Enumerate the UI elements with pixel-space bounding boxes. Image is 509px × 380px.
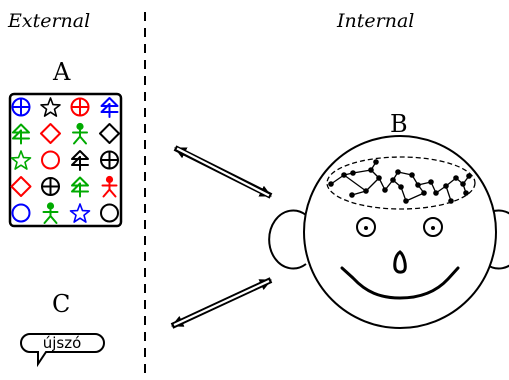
tree-icon	[71, 150, 89, 171]
brain-region	[326, 156, 476, 210]
network-edge	[352, 169, 372, 174]
diamond-icon	[40, 123, 61, 144]
arrow-lower	[170, 277, 273, 329]
network-node	[368, 167, 374, 173]
circle-plus-icon	[100, 150, 119, 170]
person-icon	[101, 175, 118, 198]
network-node	[466, 173, 472, 179]
network-node	[463, 190, 469, 196]
network-edge	[343, 174, 367, 192]
tree-icon	[100, 97, 119, 118]
network-node	[448, 198, 454, 204]
network-node	[409, 172, 415, 178]
external-heading: External	[8, 10, 91, 32]
nose	[393, 250, 407, 274]
circle-plus-icon	[70, 97, 90, 117]
network-node	[328, 181, 334, 187]
arrow-upper	[173, 145, 273, 199]
star-icon	[40, 97, 61, 117]
network-node	[398, 184, 404, 190]
right-eye	[423, 217, 443, 237]
network-node	[433, 190, 439, 196]
network-node	[390, 177, 396, 183]
network-node	[373, 159, 379, 165]
network-node	[363, 188, 369, 194]
network-node	[350, 170, 356, 176]
network-node	[395, 169, 401, 175]
network-node	[453, 175, 459, 181]
diamond-icon	[10, 176, 32, 197]
internal-heading: Internal	[337, 10, 415, 32]
network-node	[428, 179, 434, 185]
circle-icon	[100, 203, 119, 223]
mouth	[340, 266, 460, 300]
network-node	[376, 175, 382, 181]
star-icon	[69, 203, 91, 223]
network-edge	[365, 177, 380, 192]
symbol-grid	[10, 97, 120, 224]
circle-plus-icon	[11, 97, 31, 117]
neural-network	[328, 159, 472, 204]
person-icon	[72, 122, 88, 145]
network-node	[415, 182, 421, 188]
circle-icon	[11, 203, 31, 223]
network-node	[443, 183, 449, 189]
network-node	[460, 181, 466, 187]
speech-bubble-word: újszó	[42, 334, 82, 352]
head-figure	[268, 135, 509, 329]
label-b: B	[390, 110, 408, 138]
star-icon	[10, 150, 32, 170]
person-icon	[42, 202, 59, 224]
network-edge	[405, 192, 425, 202]
network-node	[403, 198, 409, 204]
left-eye	[356, 217, 376, 237]
network-node	[349, 192, 355, 198]
network-node	[341, 172, 347, 178]
tree-icon	[71, 176, 89, 198]
circle-plus-icon	[41, 177, 60, 196]
network-node	[421, 190, 427, 196]
circle-icon	[41, 150, 60, 170]
label-c: C	[52, 290, 71, 318]
network-node	[382, 187, 388, 193]
label-a: A	[53, 58, 71, 86]
tree-icon	[12, 123, 30, 145]
diamond-icon	[99, 123, 120, 144]
symbol-grid-box	[8, 92, 123, 228]
left-ear	[268, 209, 307, 270]
speech-bubble	[20, 333, 105, 368]
